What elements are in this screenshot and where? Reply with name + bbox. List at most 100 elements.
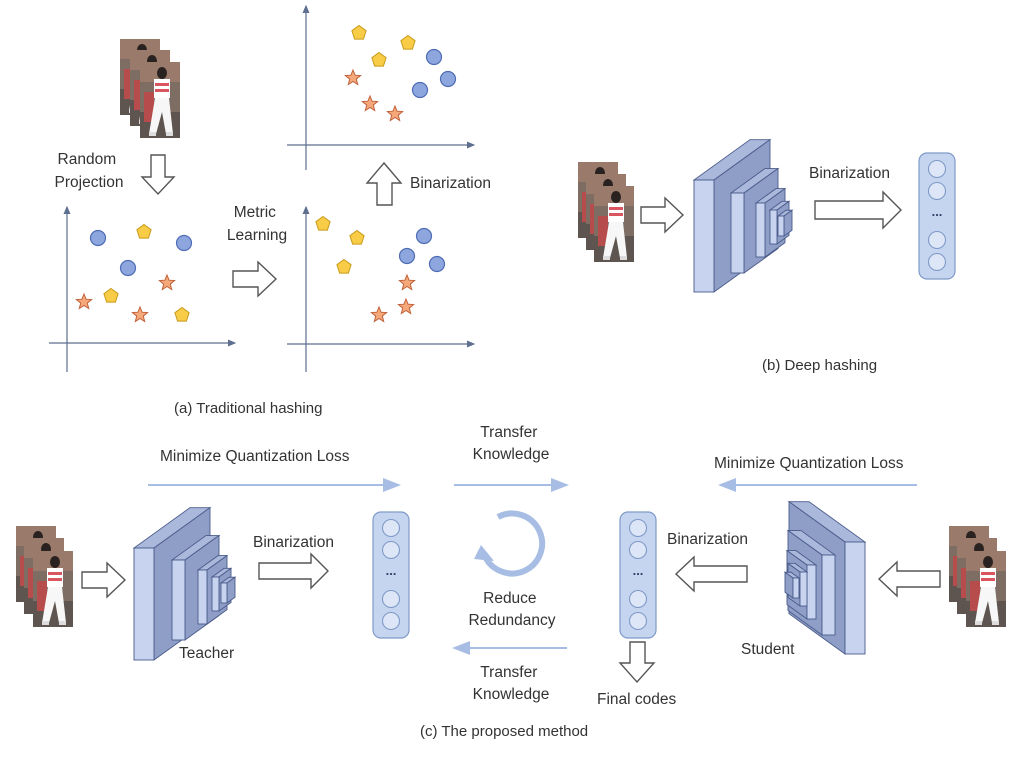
random-projection-arrow: [140, 154, 176, 196]
layer-front-face: [799, 571, 808, 607]
pedestrian-image-stack-b: [578, 162, 634, 262]
layer-front-face: [133, 547, 155, 661]
panel-c-proposed-method: Minimize Quantization Loss Teacher Binar…: [16, 424, 1006, 740]
metric-learning-label: Metric Learning: [227, 204, 287, 244]
circle-marker: [439, 70, 457, 88]
binarization-label-b: Binarization: [809, 165, 890, 182]
transfer-knowledge-top-label: Transfer Knowledge: [473, 424, 550, 463]
code-bit-circle: [628, 589, 648, 609]
circle-marker: [175, 234, 193, 252]
star-marker: [75, 292, 93, 310]
student-network: [783, 500, 867, 655]
code-bit-circle: [381, 540, 401, 560]
random-projection-label: Random Projection: [55, 151, 124, 191]
pentagon-marker: [174, 306, 190, 322]
layer-front-face: [821, 554, 836, 636]
layer-front-face: [693, 179, 715, 293]
layer-front-face: [171, 559, 186, 641]
final-codes-arrow: [618, 641, 656, 684]
binarization-arrow-student: [674, 555, 748, 593]
code-bit-circle: [628, 518, 648, 538]
pentagon-marker: [136, 223, 152, 239]
pentagon-marker: [371, 51, 387, 67]
scatter-plot-binarized: [287, 4, 476, 170]
pentagon-marker: [103, 287, 119, 303]
teacher-network: [132, 506, 237, 661]
cnn-network-b: [692, 138, 794, 293]
pentagon-marker: [336, 258, 352, 274]
layer-front-face: [769, 209, 778, 245]
student-label: Student: [741, 641, 795, 658]
binarization-label-a: Binarization: [410, 175, 491, 192]
scatter-plot-random-projection: [49, 205, 237, 372]
layer-front-face: [197, 569, 208, 625]
circle-marker: [425, 48, 443, 66]
pentagon-marker: [351, 24, 367, 40]
panel-a-traditional-hashing: Random Projection Metric Learning Binari…: [49, 4, 491, 417]
star-marker: [158, 273, 176, 291]
reduce-redundancy-cycle-icon: [474, 510, 546, 577]
input-arrow-b: [640, 196, 685, 234]
binarization-arrow-a: [365, 161, 403, 206]
pedestrian-image-stack-a: [120, 39, 180, 138]
circle-marker: [415, 227, 433, 245]
code-vector-box: [372, 511, 410, 639]
pentagon-marker: [400, 34, 416, 50]
code-bit-circle: [381, 611, 401, 631]
star-marker: [361, 94, 379, 112]
teacher-hash-code-vector: ...: [372, 511, 410, 639]
star-marker: [386, 104, 404, 122]
code-ellipsis: ...: [633, 563, 644, 578]
caption-b: (b) Deep hashing: [762, 357, 877, 374]
code-ellipsis: ...: [386, 563, 397, 578]
teacher-label: Teacher: [179, 645, 234, 662]
code-ellipsis: ...: [932, 204, 943, 219]
code-vector-box: [619, 511, 657, 639]
panel-b-deep-hashing: Binarization ... (b) Deep hashing: [578, 138, 956, 374]
metric-learning-arrow: [232, 260, 278, 298]
star-marker: [344, 68, 362, 86]
binarization-label-student: Binarization: [667, 531, 748, 548]
code-bit-circle: [628, 540, 648, 560]
reduce-redundancy-label: Reduce Redundancy: [468, 590, 555, 629]
pedestrian-image-stack-student: [949, 526, 1006, 627]
layer-front-face: [844, 541, 866, 655]
layer-front-face: [220, 582, 228, 604]
code-bit-circle: [927, 159, 947, 179]
pentagon-marker: [349, 229, 365, 245]
binarization-label-teacher: Binarization: [253, 534, 334, 551]
circle-marker: [119, 259, 137, 277]
binarization-arrow-b: [814, 190, 902, 230]
circle-marker: [411, 81, 429, 99]
transfer-knowledge-bottom-label: Transfer Knowledge: [473, 664, 550, 703]
input-arrow-student: [877, 560, 941, 598]
circle-marker: [89, 229, 107, 247]
student-minimize-loss-label: Minimize Quantization Loss: [714, 455, 904, 472]
layer-front-face: [211, 576, 220, 612]
star-marker: [397, 297, 415, 315]
caption-a: (a) Traditional hashing: [174, 400, 322, 417]
star-marker: [131, 305, 149, 323]
hash-code-vector-b: ...: [918, 152, 956, 280]
layer-front-face: [792, 577, 800, 599]
layer-front-face: [777, 215, 785, 237]
scatter-plot-metric-learning: [287, 205, 476, 372]
final-codes-label: Final codes: [597, 691, 677, 708]
code-vector-box: [918, 152, 956, 280]
layer-front-face: [730, 192, 745, 274]
star-marker: [370, 305, 388, 323]
circle-marker: [428, 255, 446, 273]
layer-front-face: [755, 202, 766, 258]
student-hash-code-vector: ...: [619, 511, 657, 639]
layer-front-face: [806, 564, 817, 620]
code-bit-circle: [628, 611, 648, 631]
code-bit-circle: [927, 252, 947, 272]
pentagon-marker: [315, 215, 331, 231]
code-bit-circle: [927, 230, 947, 250]
teacher-minimize-loss-label: Minimize Quantization Loss: [160, 448, 350, 465]
circle-marker: [398, 247, 416, 265]
code-bit-circle: [381, 589, 401, 609]
pedestrian-image-stack-teacher: [16, 526, 73, 627]
input-arrow-teacher: [81, 561, 127, 599]
